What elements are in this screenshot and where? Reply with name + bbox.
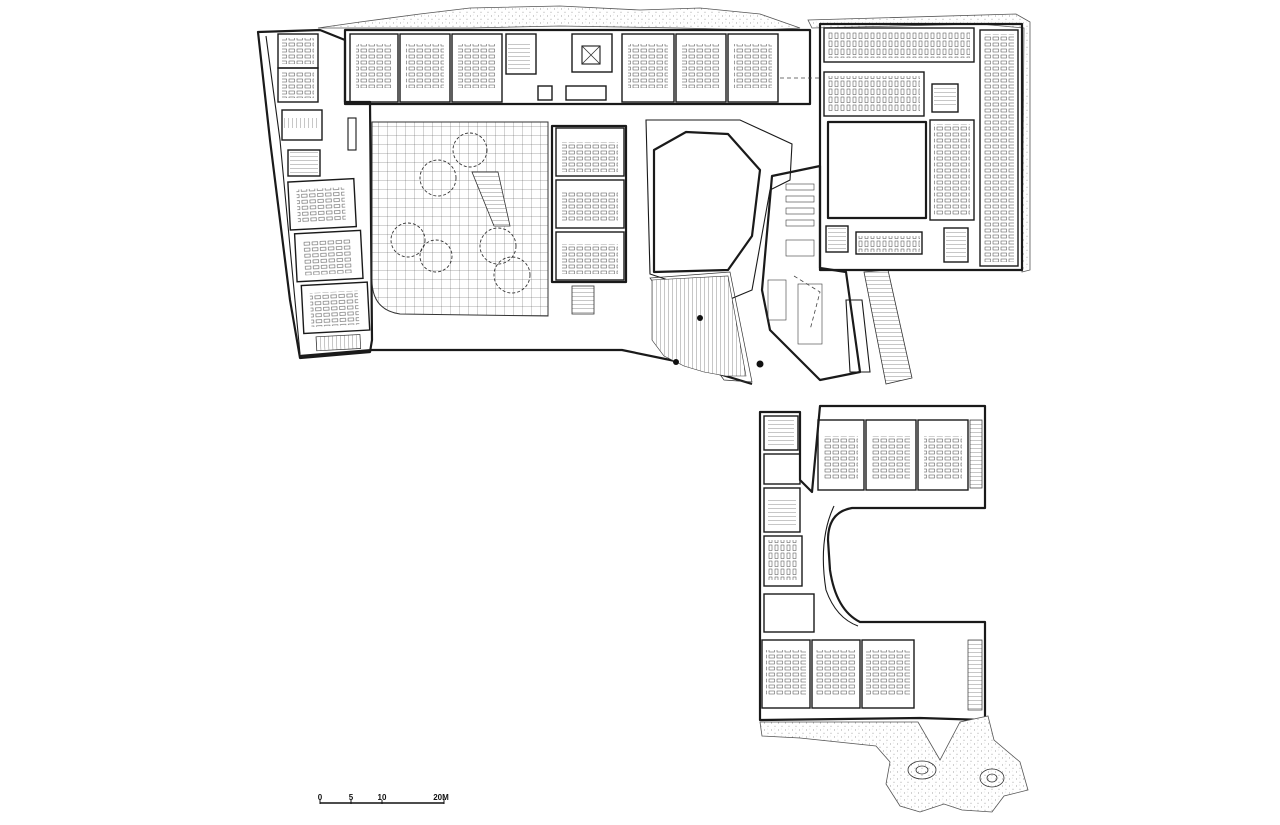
- plaza-planters: [907, 760, 1005, 788]
- northeast-offices-east: [825, 29, 1019, 267]
- courtyard-trees: [390, 132, 531, 294]
- scale-bar: 0 5 10 20M: [318, 793, 449, 804]
- courtyard-east-classrooms: [550, 124, 628, 315]
- northwest-wing-inner-edge: [265, 35, 301, 355]
- east-wing-classrooms-north: [817, 419, 983, 491]
- north-block-outline: [343, 28, 812, 106]
- scale-label-10: 10: [378, 793, 387, 802]
- auditorium-seating-rows: [651, 275, 747, 377]
- east-wing-curved-corridor: [822, 505, 859, 627]
- north-classrooms-west: [349, 33, 503, 103]
- east-wing-classrooms-south: [761, 639, 983, 711]
- west-classrooms: [287, 177, 371, 352]
- north-core: [505, 33, 613, 101]
- north-classrooms-east: [621, 33, 820, 103]
- east-wing-service-rooms: [763, 415, 815, 633]
- landscape-strip-north: [317, 5, 801, 31]
- library-atrium-outline: [760, 164, 862, 382]
- landscape-strip-northeast: [807, 13, 1031, 273]
- northwest-small-rooms: [277, 33, 357, 177]
- central-courtyard: [371, 121, 549, 317]
- auditorium-stage: [652, 130, 762, 274]
- auditorium-columns: [673, 315, 764, 368]
- library-curved-stair: [863, 269, 913, 385]
- courtyard-ramp: [471, 171, 511, 227]
- scale-label-5: 5: [349, 793, 354, 802]
- scale-label-20m: 20M: [433, 793, 449, 802]
- scale-label-0: 0: [318, 793, 323, 802]
- library-reading-tables: [767, 183, 823, 345]
- northwest-wing-outline: [256, 28, 374, 360]
- northeast-office-block: [818, 22, 1024, 272]
- northeast-inner-court: [826, 120, 928, 220]
- east-wing-outline: [758, 404, 987, 722]
- northeast-offices-top: [823, 27, 975, 117]
- landscape-plaza-south: [759, 715, 1029, 813]
- atrium-glazing: [845, 299, 871, 373]
